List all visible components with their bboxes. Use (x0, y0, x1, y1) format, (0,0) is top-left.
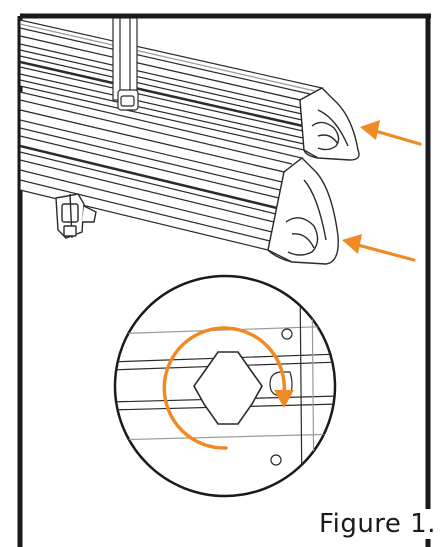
lower-end-cap (267, 157, 339, 265)
detail-inset (113, 274, 337, 498)
rotate-clockwise-icon (162, 326, 294, 450)
arrow-icon (360, 120, 422, 146)
vertical-post (112, 18, 139, 111)
upper-rail (20, 19, 324, 151)
hexagon-icon (193, 351, 263, 425)
upper-end-cap (299, 87, 360, 161)
arrow-icon (342, 234, 416, 262)
figure-caption: Figure 1. (317, 509, 438, 539)
rail-clamp (55, 193, 97, 239)
